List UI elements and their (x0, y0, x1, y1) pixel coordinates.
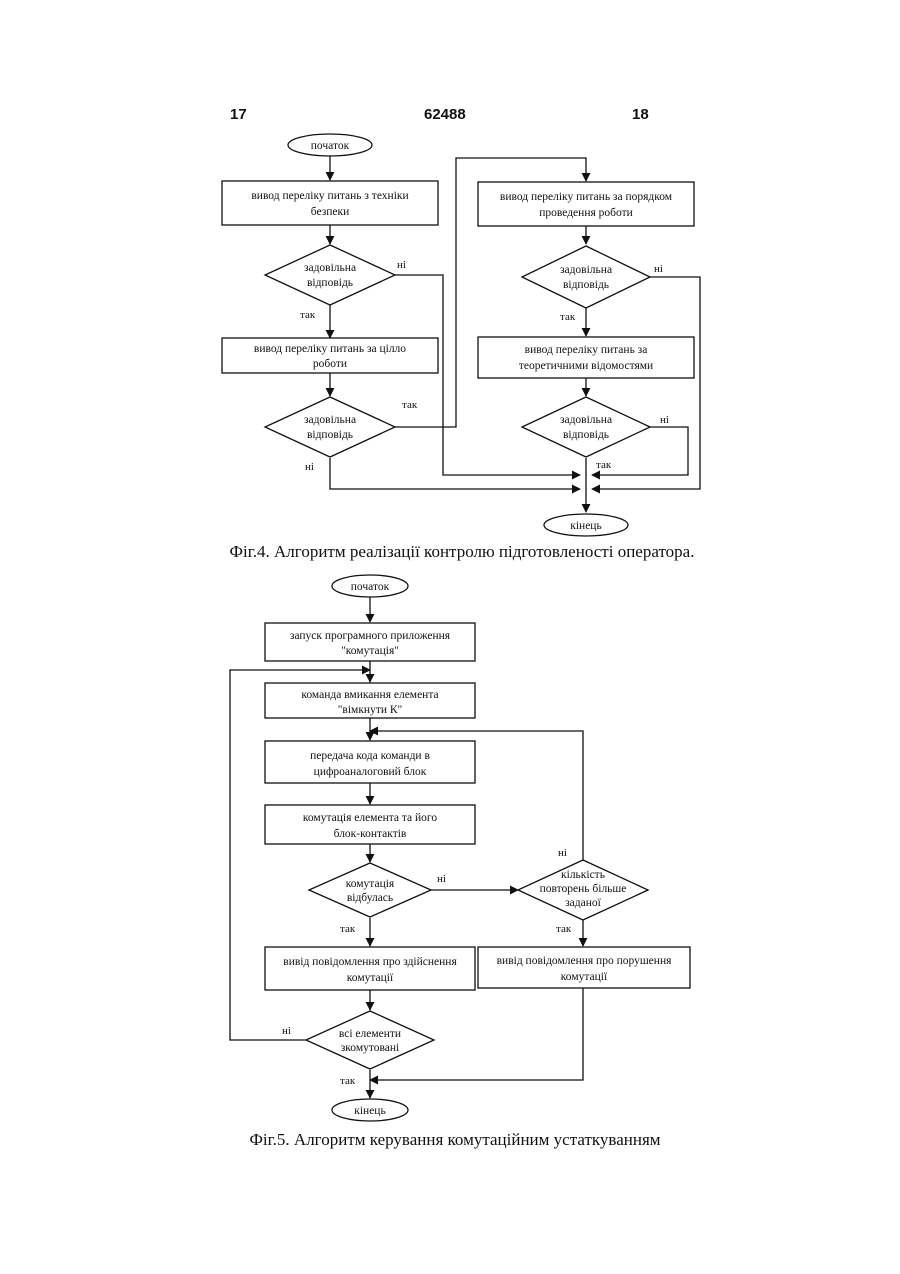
fig5-label-no: ні (282, 1025, 291, 1037)
fig5-decision-repeats-line2: повторень більше (540, 883, 627, 895)
fig4-label-yes: так (596, 459, 612, 471)
fig4-caption: Фіг.4. Алгоритм реалізації контролю підг… (230, 542, 695, 561)
fig5-label-yes: так (556, 923, 572, 935)
fig4-edge-no (330, 458, 580, 489)
fig5-flowchart: початок запуск програмного приложення "к… (230, 575, 690, 1149)
fig5-decision-switched (309, 863, 431, 917)
fig5-process-command-line1: команда вмикання елемента (301, 689, 438, 701)
fig4-process-theory-line2: теоретичними відомостями (519, 360, 653, 372)
fig5-process-success-msg-line2: комутації (347, 972, 394, 984)
fig4-decision-4-line1: задовільна (560, 414, 612, 426)
fig5-decision-all-switched (306, 1011, 434, 1069)
fig4-label-no: ні (660, 414, 669, 426)
fig4-decision-1-line1: задовільна (304, 262, 356, 274)
fig5-decision-all-switched-line2: зкомутовані (341, 1042, 399, 1054)
fig4-decision-2-line2: відповідь (307, 429, 353, 441)
page-number-left: 17 (230, 106, 247, 123)
fig5-process-transfer-line1: передача кода команди в (310, 750, 430, 762)
fig5-process-switching-line2: блок-контактів (334, 828, 407, 840)
fig4-label-yes: так (560, 311, 576, 323)
fig5-decision-repeats-line1: кількість (561, 869, 605, 881)
fig5-decision-switched-line1: комутація (346, 878, 395, 890)
fig4-decision-3-line2: відповідь (563, 279, 609, 291)
fig4-label-no: ні (305, 461, 314, 473)
fig4-label-no: ні (654, 263, 663, 275)
fig5-process-switching-line1: комутація елемента та його (303, 812, 437, 824)
fig4-flowchart: початок вивод переліку питань з техніки … (222, 134, 700, 561)
page-number-right: 18 (632, 106, 649, 123)
fig4-end-label: кінець (570, 520, 601, 532)
fig4-label-no: ні (397, 259, 406, 271)
fig5-label-yes: так (340, 923, 356, 935)
fig5-process-transfer-line2: цифроаналоговий блок (314, 766, 427, 778)
fig4-edge-no (592, 277, 700, 489)
fig5-process-command-line2: "вімкнути К" (338, 704, 403, 716)
fig5-label-yes: так (340, 1075, 356, 1087)
fig4-process-safety-line2: безпеки (311, 206, 350, 218)
fig4-process-order (478, 182, 694, 226)
fig4-decision-2 (265, 397, 395, 457)
fig4-decision-2-line1: задовільна (304, 414, 356, 426)
fig4-decision-3-line1: задовільна (560, 264, 612, 276)
fig5-label-no: ні (437, 873, 446, 885)
fig4-process-safety-line1: вивод переліку питань з техніки (251, 190, 408, 202)
fig4-process-safety (222, 181, 438, 225)
fig4-start-label: початок (311, 140, 350, 152)
fig4-process-order-line2: проведення роботи (539, 207, 633, 219)
fig5-process-launch-line1: запуск програмного приложення (290, 630, 451, 642)
fig5-decision-switched-line2: відбулась (347, 892, 393, 904)
fig5-start-label: початок (351, 581, 390, 593)
fig4-process-purpose-line1: вивод переліку питань за цілло (254, 343, 406, 355)
fig4-decision-3 (522, 246, 650, 308)
fig4-label-yes: так (300, 309, 316, 321)
fig5-process-success-msg-line1: вивід повідомлення про здійснення (283, 956, 457, 968)
fig5-end-label: кінець (354, 1105, 385, 1117)
fig5-caption: Фіг.5. Алгоритм керування комутаційним у… (249, 1130, 660, 1149)
fig4-decision-4 (522, 397, 650, 457)
fig5-process-launch-line2: "комутація" (341, 645, 399, 657)
fig5-process-failure-msg-line1: вивід повідомлення про порушення (497, 955, 672, 967)
fig4-decision-1 (265, 245, 395, 305)
fig5-decision-all-switched-line1: всі елементи (339, 1028, 401, 1040)
fig5-process-failure-msg-line2: комутації (561, 971, 608, 983)
fig5-decision-repeats-line3: заданої (565, 897, 602, 909)
fig5-label-no: ні (558, 847, 567, 859)
fig4-decision-4-line2: відповідь (563, 429, 609, 441)
patent-number: 62488 (424, 106, 466, 123)
fig4-process-purpose-line2: роботи (313, 358, 347, 370)
fig4-label-yes: так (402, 399, 418, 411)
fig4-decision-1-line2: відповідь (307, 277, 353, 289)
fig4-process-theory-line1: вивод переліку питань за (525, 344, 648, 356)
fig4-process-order-line1: вивод переліку питань за порядком (500, 191, 673, 203)
